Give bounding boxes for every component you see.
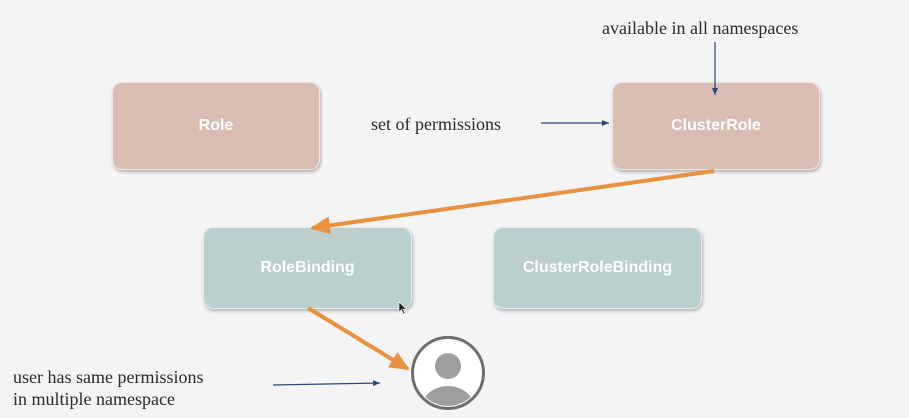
clusterrole-box: ClusterRole [612,82,820,170]
role-box: Role [112,82,320,170]
rolebinding-box: RoleBinding [203,227,412,309]
user-annotation-line1: user has same permissions [13,367,204,387]
clusterrole-to-rolebinding-arrow [310,169,715,235]
namespaces-annotation: available in all namespaces [602,18,799,38]
rolebinding-to-user-arrow [306,306,410,371]
user-avatar-icon [411,336,485,410]
rolebinding-label: RoleBinding [260,259,355,276]
clusterrolebinding-box: ClusterRoleBinding [493,227,702,309]
clusterrole-label: ClusterRole [671,117,761,134]
user-annotation-line2: in multiple namespace [13,389,175,409]
clusterrolebinding-label: ClusterRoleBinding [522,259,673,276]
mouse-pointer-icon [398,301,408,315]
role-label: Role [198,117,234,134]
permissions-annotation: set of permissions [371,114,501,134]
user-annotation-arrow [272,380,381,387]
